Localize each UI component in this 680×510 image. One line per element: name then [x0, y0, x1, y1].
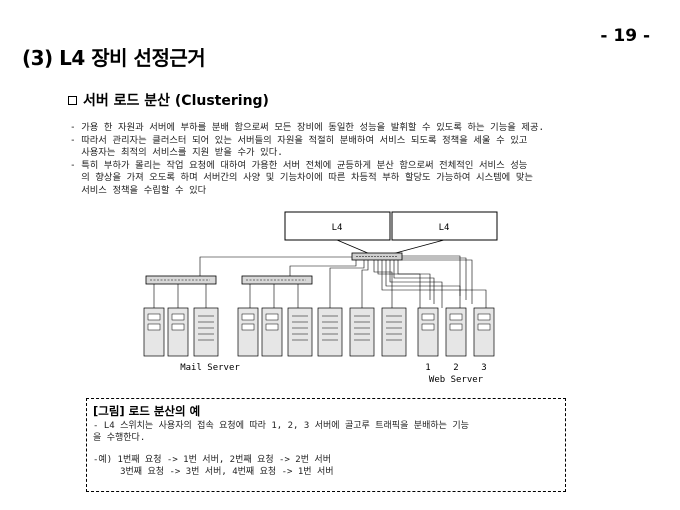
web-server-label: Web Server: [429, 375, 484, 385]
example-line: -예) 1번째 요청 -> 1번 서버, 2번째 요청 -> 2번 서버: [93, 455, 331, 465]
paragraph-line: - 따라서 관리자는 클러스터 되어 있는 서버들의 자원을 적절히 분배하여 …: [70, 134, 528, 146]
server-tower-icons: [143, 307, 495, 357]
l4-right-label: L4: [439, 223, 450, 233]
core-switch-icon: [351, 252, 403, 261]
body-text: - 가용 한 자원과 서버에 부하를 분배 함으로써 모든 장비에 동일한 성능…: [70, 122, 670, 197]
web-server-number-2: 2: [453, 363, 458, 373]
section-title: (3) L4 장비 선정근거: [22, 46, 206, 70]
note-title: [그림] 로드 분산의 예: [93, 404, 201, 418]
hub-switch-middle: [241, 275, 313, 285]
subsection-title: 서버 로드 분산 (Clustering): [83, 93, 269, 109]
load-balancing-diagram: L4 L4: [143, 211, 498, 385]
subsection-heading: 서버 로드 분산 (Clustering): [68, 90, 269, 110]
figure-note-box: [그림] 로드 분산의 예 - L4 스위치는 사용자의 접속 요청에 따라 1…: [86, 398, 566, 492]
paragraph-line: - 특히 부하가 몰리는 작업 요청에 대하여 가용한 서버 전체에 균등하게 …: [70, 159, 528, 171]
web-server-number-3: 3: [481, 363, 486, 373]
note-line: 을 수행한다.: [93, 433, 146, 443]
l4-switch-right: L4: [391, 211, 498, 241]
paragraph-line: 서비스 정책을 수립할 수 있다: [70, 184, 207, 196]
note-line: - L4 스위치는 사용자의 접속 요청에 따라 1, 2, 3 서버에 골고루…: [93, 421, 469, 431]
square-bullet-icon: [68, 95, 77, 105]
paragraph-line: 의 향상을 가져 오도록 하며 서버간의 사양 및 기능차이에 따른 차등적 부…: [70, 172, 533, 183]
l4-switch-left: L4: [284, 211, 391, 241]
paragraph-line: 사용자는 최적의 서비스를 지원 받을 수가 있다.: [70, 147, 283, 158]
paragraph-line: - 가용 한 자원과 서버에 부하를 분배 함으로써 모든 장비에 동일한 성능…: [70, 122, 545, 133]
web-server-number-1: 1: [425, 363, 430, 373]
mail-server-label: Mail Server: [180, 363, 240, 373]
page-number: - 19 -: [600, 26, 650, 46]
hub-switch-left: [145, 275, 217, 285]
l4-left-label: L4: [332, 223, 343, 233]
example-line: 3번째 요청 -> 3번 서버, 4번째 요청 -> 1번 서버: [93, 467, 334, 477]
